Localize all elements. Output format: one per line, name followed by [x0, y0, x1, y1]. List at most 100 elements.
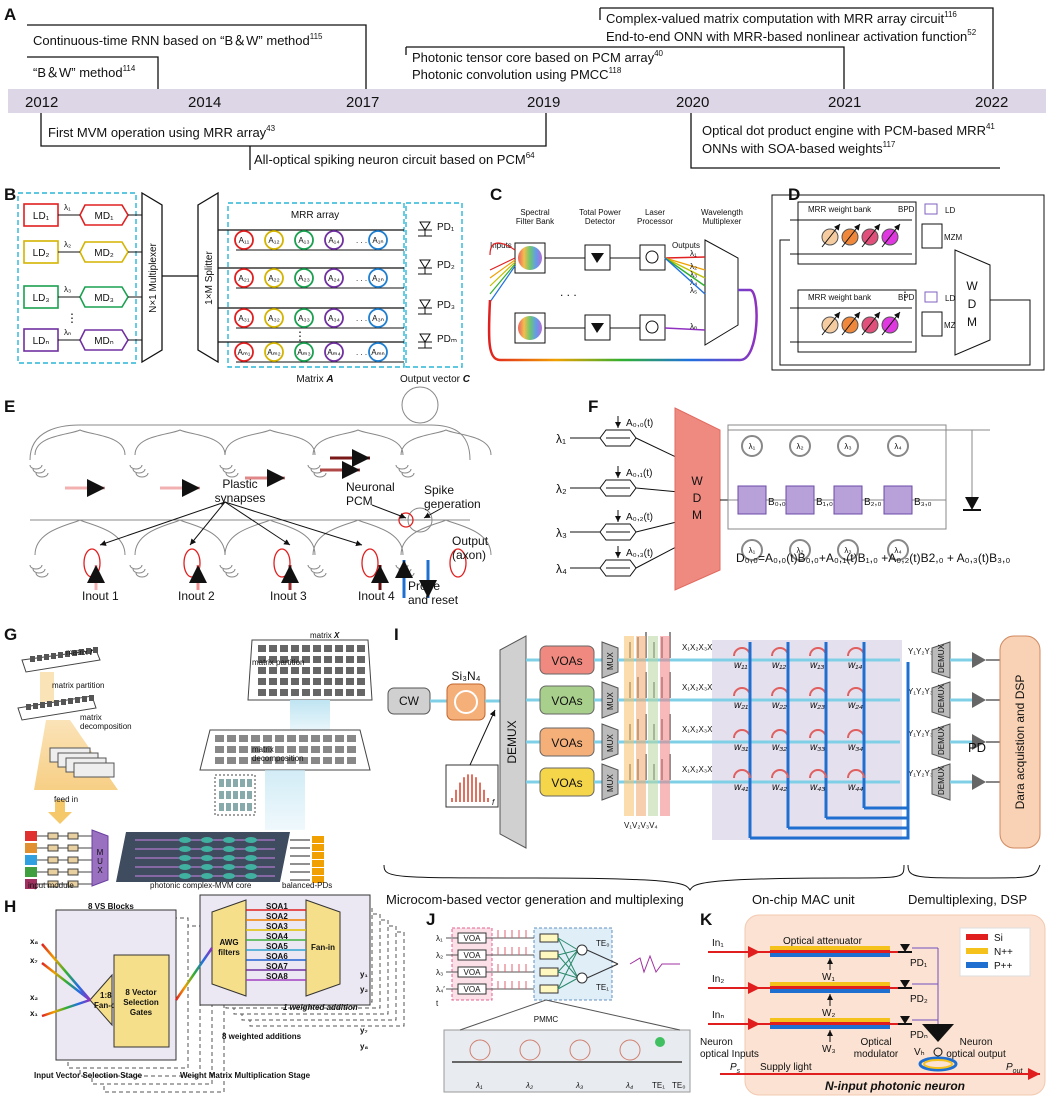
svg-text:DEMUX: DEMUX — [937, 683, 946, 713]
weight-label: w₁₄ — [848, 660, 862, 671]
svg-text:PD₁: PD₁ — [910, 958, 928, 969]
panel-label-a: A — [4, 5, 16, 24]
svg-text:X: X — [97, 866, 103, 875]
year-2020: 2020 — [676, 94, 709, 111]
svg-text:MUX: MUX — [606, 774, 615, 792]
stage1-label: Input Vector Selection Stage — [34, 1071, 143, 1080]
svg-text:X₁X₂X₃X₄: X₁X₂X₃X₄ — [682, 725, 716, 734]
svg-text:Dara acquistion and DSP: Dara acquistion and DSP — [1013, 675, 1027, 810]
laser-diode-label: LD₃ — [33, 293, 50, 304]
svg-text:Fan-in: Fan-in — [311, 943, 335, 952]
mrr-element-label: A₁ₙ — [372, 236, 383, 245]
mrr-element — [324, 342, 344, 362]
svg-text:y₁: y₁ — [360, 970, 368, 979]
input-signal-label: A₀,₂(t) — [626, 512, 653, 523]
svg-text:λ₁: λ₁ — [436, 934, 443, 943]
panel-k: K In₁W₁PD₁In₂W₂PD₂InₙW₃PDₙTIAVₕSiN++P++ … — [700, 910, 1046, 1096]
year-2019: 2019 — [527, 94, 560, 111]
input-signal-label: A₀,₁(t) — [626, 468, 652, 479]
mrr-element — [324, 268, 344, 288]
1m-splitter — [197, 191, 219, 364]
section-dsp: Demultiplexing, DSP — [908, 892, 1027, 907]
svg-text:Y₁Y₂Y₃Y₄: Y₁Y₂Y₃Y₄ — [908, 769, 942, 778]
wavelength-label: λₙ — [690, 322, 697, 331]
mrr-element-label: A₁₄ — [328, 236, 339, 245]
weight-label: w₂₃ — [810, 700, 825, 711]
svg-text:VOA: VOA — [464, 934, 482, 943]
svg-text:y₇: y₇ — [360, 1026, 368, 1035]
wavelength-label: λ₃ — [690, 270, 697, 279]
mrr-element — [324, 308, 344, 328]
panel-a: A 2012 2014 2017 2019 2020 2021 2022 Com… — [4, 5, 1046, 170]
mrr-element — [234, 230, 254, 250]
weight-label: w₃₃ — [810, 742, 825, 753]
photodetector-label: PD₂ — [437, 260, 455, 271]
svg-text:λ₂: λ₂ — [436, 951, 443, 960]
svg-text:MZM: MZM — [944, 233, 963, 242]
timeline-event-bw: “B＆W” method114 — [33, 64, 136, 80]
modulator-label: MD₂ — [94, 248, 114, 259]
svg-text:V₁V₂V₃V₄: V₁V₂V₃V₄ — [624, 821, 658, 830]
neuron-input-label: In₂ — [712, 974, 724, 985]
supply-light-label: Supply light — [760, 1062, 812, 1073]
svg-text:. . .: . . . — [356, 348, 367, 357]
balanced-pds-label: balanced-PDs — [282, 881, 332, 890]
neuron-input-label: Inₙ — [712, 1010, 724, 1021]
section-mac-unit: On-chip MAC unit — [752, 892, 855, 907]
mrr-element — [294, 342, 314, 362]
modulator-label: MD₃ — [94, 293, 114, 304]
svg-text:Y₁Y₂Y₃Y₄: Y₁Y₂Y₃Y₄ — [908, 687, 942, 696]
svg-text:VOA: VOA — [464, 951, 482, 960]
svg-text:VOA: VOA — [464, 968, 482, 977]
weight-label: w₁₁ — [734, 660, 748, 671]
svg-text:λ₁: λ₁ — [749, 442, 756, 451]
svg-text:8 Vector: 8 Vector — [125, 988, 156, 997]
mrr-element-label: Aₘ₃ — [297, 348, 311, 357]
svg-text:SOA2: SOA2 — [266, 912, 288, 921]
wavelength-label: λ₄ — [690, 278, 697, 287]
svg-text:λ₄: λ₄ — [894, 546, 901, 555]
svg-text:f: f — [492, 798, 495, 807]
modulator-label: MDₙ — [94, 336, 114, 347]
mrr-element-label: A₁₃ — [298, 236, 309, 245]
mrr-element — [294, 230, 314, 250]
panel-label-i: I — [394, 625, 399, 644]
demux-block — [931, 723, 951, 761]
photodetector-label: PD₁ — [437, 222, 455, 233]
mrr-element — [264, 268, 284, 288]
wavelength-multiplexer — [704, 239, 739, 346]
mrr-element-label: Aₘₙ — [371, 348, 385, 357]
weight-label: B₁,₀ — [816, 497, 833, 508]
wdm-block-f — [674, 407, 721, 591]
svg-text:W₂: W₂ — [822, 1008, 835, 1019]
microcomb-ring — [446, 683, 486, 721]
svg-text:SOA5: SOA5 — [266, 942, 288, 951]
timeline-event-complex-mrr: Complex-valued matrix computation with M… — [606, 10, 957, 26]
timeline-event-soa-onn: ONNs with SOA-based weights117 — [702, 140, 896, 156]
weight-label: B₃,₀ — [914, 497, 932, 508]
photodetector-label: PD₃ — [437, 300, 455, 311]
svg-text:TE₁: TE₁ — [596, 983, 609, 992]
wavelength-label: λ₅ — [690, 286, 697, 295]
svg-text:DEMUX: DEMUX — [937, 643, 946, 673]
svg-text:D: D — [693, 491, 702, 505]
wavelength-label: λ₂ — [690, 262, 697, 271]
mrr-element-label: Aₘ₂ — [267, 348, 280, 357]
svg-text:TE₀: TE₀ — [672, 1081, 686, 1090]
matrix-partition-left: matrix partition — [52, 681, 104, 690]
year-2014: 2014 — [188, 94, 221, 111]
svg-text:X₁X₂X₃X₄: X₁X₂X₃X₄ — [682, 643, 716, 652]
svg-text:SOA6: SOA6 — [266, 952, 288, 961]
demux-block — [931, 763, 951, 801]
wavelength-label: λ₁ — [690, 249, 697, 258]
svg-text:⋮: ⋮ — [294, 329, 306, 343]
mux-block — [601, 681, 619, 719]
mrr-element — [264, 308, 284, 328]
